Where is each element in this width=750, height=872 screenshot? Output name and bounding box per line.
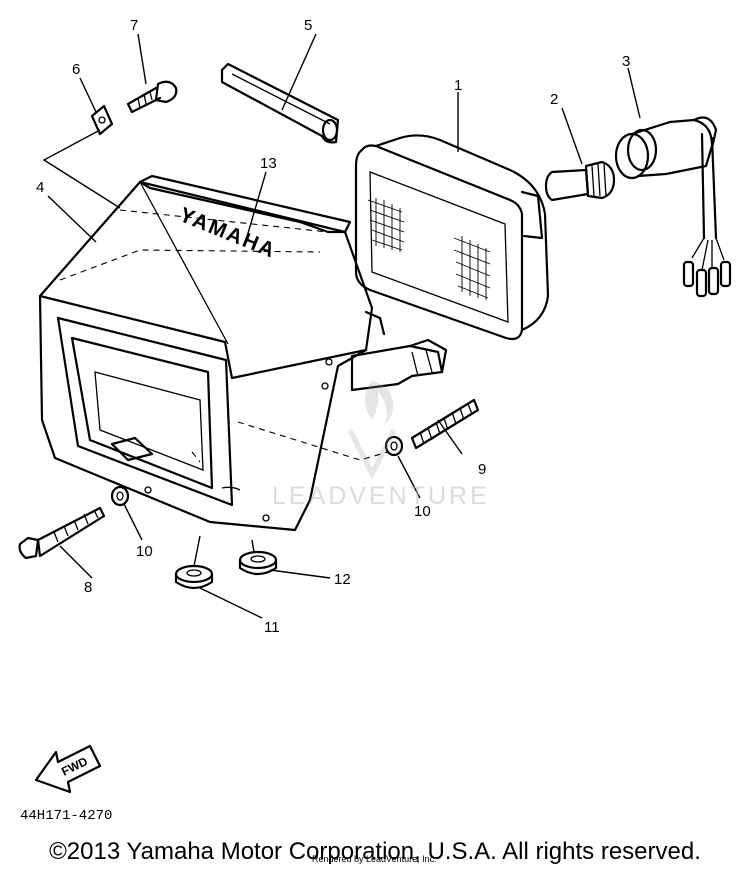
- callout-8: 8: [84, 579, 92, 596]
- watermark-logo-icon: [347, 380, 397, 480]
- copyright-notice: ©2013 Yamaha Motor Corporation, U.S.A. A…: [49, 838, 701, 865]
- callout-10-left: 10: [136, 543, 153, 560]
- screw-7: [126, 80, 178, 114]
- grommet-12: [238, 550, 278, 576]
- nut-plate: [90, 104, 114, 136]
- fwd-label: FWD: [59, 754, 90, 779]
- headlight-unit: [354, 134, 550, 341]
- callout-3: 3: [622, 53, 630, 70]
- diagram-code: 44H171-4270: [20, 808, 113, 824]
- callout-2: 2: [550, 91, 558, 108]
- callout-4: 4: [36, 179, 44, 196]
- grommet-11: [174, 564, 214, 590]
- rubber-strip: [220, 62, 340, 144]
- spring-9: [410, 398, 480, 450]
- fwd-arrow-icon: FWD: [34, 744, 102, 794]
- callout-11: 11: [264, 619, 280, 636]
- bulb-socket: [614, 116, 732, 298]
- bolt-8: [18, 506, 106, 560]
- headlight-housing: [38, 174, 389, 532]
- watermark-text: LEADVENTURE: [272, 482, 490, 510]
- callout-12: 12: [334, 571, 351, 588]
- callout-13: 13: [260, 155, 277, 172]
- mounting-bracket: [350, 310, 448, 392]
- callout-numbers: 1 2 3 4 5 6 7 8 9 10 10 11 12 13: [36, 17, 630, 636]
- washer-10-right: [384, 435, 404, 457]
- callout-1: 1: [454, 77, 462, 94]
- rendered-by-note: Rendered by LeadVenture, Inc.: [312, 854, 437, 864]
- callout-9: 9: [478, 461, 486, 478]
- lens-pattern: [367, 198, 491, 300]
- leader-lines: [42, 33, 641, 619]
- callout-6: 6: [72, 61, 80, 78]
- callout-7: 7: [130, 17, 138, 34]
- callout-5: 5: [304, 17, 312, 34]
- washer-10-left: [110, 485, 130, 507]
- headlight-bulb: [544, 160, 616, 202]
- callout-10-right: 10: [414, 503, 431, 520]
